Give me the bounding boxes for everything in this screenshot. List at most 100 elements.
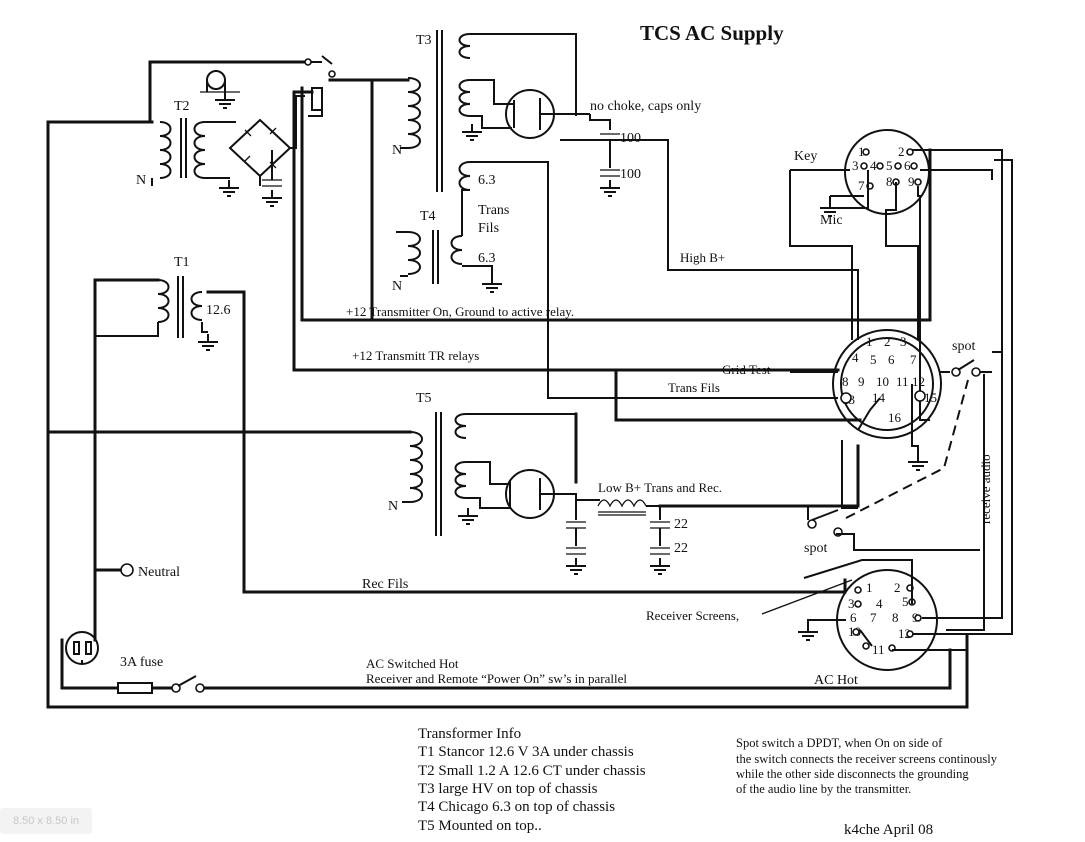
tx-pin-9: 9 [858, 374, 865, 389]
no-choke-label: no choke, caps only [590, 99, 701, 114]
tx-pin-3: 3 [900, 334, 907, 349]
plus12-on-label: +12 Transmitter On, Ground to active rel… [346, 304, 574, 319]
key-pin-1: 1 [858, 144, 865, 159]
spot-top-label: spot [952, 339, 975, 354]
tx-pin-11: 11 [896, 374, 909, 389]
rx-pin-12: 12 [898, 626, 911, 641]
receiver-connector: 1 2 3 4 5 6 7 8 9 10 11 12 Receiver Scre… [646, 159, 1013, 688]
t2-n-label: N [136, 173, 146, 188]
transformer-t5: T5 N [388, 391, 600, 536]
transformer-info-line-1: T1 Stancor 12.6 V 3A under chassis [418, 744, 634, 760]
tx-pin-5: 5 [870, 352, 877, 367]
rx-pin-5: 5 [902, 594, 909, 609]
transformer-info-line-2: T2 Small 1.2 A 12.6 CT under chassis [418, 763, 646, 779]
key-pin-9: 9 [908, 174, 915, 189]
spot-note-line-3: while the other side disconnects the gro… [736, 767, 969, 781]
rec-fils-label: Rec Fils [362, 577, 408, 592]
tx-pin-2: 2 [884, 334, 891, 349]
author-label: k4che April 08 [844, 822, 933, 838]
tx-pin-10: 10 [876, 374, 889, 389]
mic-label: Mic [820, 213, 843, 228]
rx-pin-7: 7 [870, 610, 877, 625]
key-mic-connector: Key Mic 1 2 3 4 5 6 7 8 9 [789, 129, 1003, 421]
t4-label: T4 [420, 209, 436, 224]
spot-note-line-2: the switch connects the receiver screens… [736, 752, 998, 766]
transformer-info-line-3: T3 large HV on top of chassis [418, 781, 598, 797]
transformer-info-line-4: T4 Chicago 6.3 on top of chassis [418, 799, 615, 815]
key-pin-3: 3 [852, 158, 859, 173]
transformer-t2: T2 N [136, 55, 336, 207]
t2-label: T2 [174, 99, 190, 114]
rx-pin-11: 11 [872, 642, 885, 657]
t3-fil-label: 6.3 [478, 173, 496, 188]
t4-n-label: N [392, 279, 402, 294]
key-pin-6: 6 [904, 158, 911, 173]
high-b-label: High B+ [680, 250, 725, 265]
transformer-info-heading: Transformer Info [418, 726, 521, 742]
transformer-t1: T1 12.6 [95, 255, 231, 351]
rx-pin-8: 8 [892, 610, 899, 625]
transformer-info-line-5: T5 Mounted on top.. [418, 818, 542, 834]
receiver-screens-label: Receiver Screens, [646, 608, 739, 623]
key-pin-5: 5 [886, 158, 893, 173]
cap-22-a-label: 22 [674, 517, 688, 532]
t1-label: T1 [174, 255, 190, 270]
t1-sec-label: 12.6 [206, 303, 231, 318]
cap-100-b-label: 100 [620, 167, 641, 182]
transmitter-connector: 1 2 3 4 5 6 7 8 9 10 11 12 13 14 15 16 s… [832, 329, 992, 509]
high-voltage-filter: no choke, caps only 100 100 High B+ [560, 99, 859, 340]
tx-pin-1: 1 [866, 334, 873, 349]
tx-pin-12: 12 [912, 374, 925, 389]
tx-pin-15: 15 [924, 390, 937, 405]
power-controls: Rec Fils Neutral 3A fuse AC Switched Hot… [65, 563, 627, 694]
t4-fil-label: 6.3 [478, 251, 496, 266]
spot-note-line-4: of the audio line by the transmitter. [736, 782, 911, 796]
transformer-info: Transformer Info T1 Stancor 12.6 V 3A un… [418, 726, 646, 834]
key-label: Key [794, 149, 817, 164]
grid-test-label: Grid Test [722, 362, 771, 377]
rx-pin-3: 3 [848, 596, 855, 611]
trans-fils-line-label: Trans Fils [668, 380, 720, 395]
cap-100-a-label: 100 [620, 131, 641, 146]
ac-hot-label: AC Hot [814, 673, 858, 688]
t3-n-label: N [392, 143, 402, 158]
fuse-label: 3A fuse [120, 655, 163, 670]
t5-label: T5 [416, 391, 432, 406]
key-pin-2: 2 [898, 144, 905, 159]
key-pin-8: 8 [886, 174, 893, 189]
transformer-t3: T3 N 6.3 [300, 30, 838, 399]
spot-switch: spot receive audio [804, 374, 993, 631]
key-pin-4: 4 [870, 158, 877, 173]
tx-pin-6: 6 [888, 352, 895, 367]
rx-pin-6: 6 [850, 610, 857, 625]
rx-pin-1: 1 [866, 580, 873, 595]
page-size-badge: 8.50 x 8.50 in [0, 808, 92, 834]
t5-n-label: N [388, 499, 398, 514]
spot-note-line-1: Spot switch a DPDT, when On on side of [736, 736, 943, 750]
tx-pin-4: 4 [852, 350, 859, 365]
low-b-label: Low B+ Trans and Rec. [598, 480, 722, 495]
rx-pin-2: 2 [894, 580, 901, 595]
plus12-lines: +12 Transmitter On, Ground to active rel… [292, 90, 932, 422]
ac-mains-wiring [46, 60, 969, 709]
cap-22-b-label: 22 [674, 541, 688, 556]
tx-pin-7: 7 [910, 352, 917, 367]
plus12-tr-label: +12 Transmitt TR relays [352, 348, 479, 363]
spot-switch-note: Spot switch a DPDT, when On on side of t… [736, 736, 998, 796]
t3-label: T3 [416, 33, 432, 48]
low-b-filter: Low B+ Trans and Rec. 22 22 [565, 444, 860, 575]
rx-pin-4: 4 [876, 596, 883, 611]
neutral-label: Neutral [138, 565, 180, 580]
receiver-remote-label: Receiver and Remote “Power On” sw’s in p… [366, 671, 627, 686]
key-pin-7: 7 [858, 178, 865, 193]
receive-audio-label: receive audio [978, 454, 993, 524]
ac-switched-hot-label: AC Switched Hot [366, 656, 459, 671]
tx-pin-16: 16 [888, 410, 902, 425]
spot-bottom-label: spot [804, 541, 827, 556]
tx-pin-14: 14 [872, 390, 886, 405]
tx-pin-8: 8 [842, 374, 849, 389]
diagram-title: TCS AC Supply [640, 21, 784, 45]
